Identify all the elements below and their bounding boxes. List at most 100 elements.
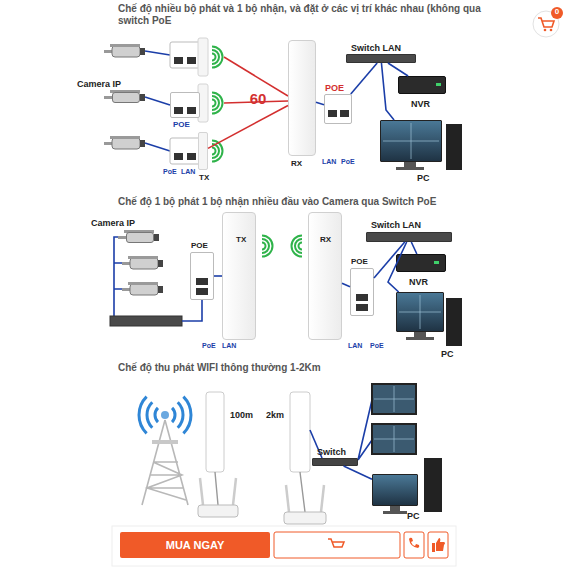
node-label: PC: [407, 511, 420, 521]
cable: [215, 472, 305, 512]
camera-mount: [104, 142, 112, 145]
wifi-router: [198, 505, 238, 517]
node-label: POE: [325, 83, 344, 93]
node-label: Switch LAN: [351, 43, 401, 53]
node-label: TX: [199, 173, 209, 182]
lan-cable: [351, 63, 377, 94]
camera-body: [112, 138, 140, 149]
lan-cable: [381, 63, 394, 120]
lan-cable: [145, 51, 170, 55]
wifi-wave: [139, 397, 158, 434]
node-label: RX: [320, 235, 331, 244]
pc-tower: [446, 124, 462, 170]
network-switch: Switch LAN: [346, 54, 416, 63]
camera-hood: [110, 136, 140, 139]
port-label: PoE: [202, 342, 216, 350]
router-antenna: [286, 485, 324, 512]
like-button: [428, 532, 448, 558]
node-label: POE: [191, 241, 208, 250]
lan-port: [187, 153, 196, 160]
wireless-link: [224, 57, 288, 96]
tx-antenna: TX: [222, 212, 256, 340]
lan-cable: [182, 300, 202, 321]
cart-button: [274, 532, 400, 558]
node-label: TX: [236, 235, 246, 244]
camera-mount: [104, 96, 112, 99]
pc-tower: [424, 458, 442, 512]
like-icon: [432, 538, 445, 552]
port-label: PoE: [341, 158, 355, 166]
section-heading: Chế độ nhiều bộ phát và 1 bộ nhận, và đặ…: [118, 3, 508, 26]
wifi-symbol: [212, 141, 223, 162]
lan-cable: [388, 63, 408, 76]
cart-count: 0: [551, 7, 563, 16]
monitor-stand: [414, 332, 426, 337]
poe-injector: POE: [324, 94, 352, 124]
port-label: PoE: [163, 168, 177, 176]
camera-lens: [154, 234, 159, 241]
camera-hood: [110, 44, 140, 47]
wifi-symbol: [292, 236, 303, 257]
bottom-bar: [112, 526, 456, 566]
monitor-stand: [396, 167, 424, 170]
node-label: Switch: [317, 447, 346, 457]
lan-cable: [214, 275, 222, 277]
camera-lens: [158, 286, 163, 293]
poe-injector: POE: [350, 268, 374, 316]
camera-lens: [140, 48, 145, 55]
camera-body: [112, 46, 140, 57]
node-label: RX: [291, 159, 302, 168]
tx-antenna: TX: [198, 132, 208, 170]
cart-icon: [538, 18, 554, 27]
camera-feed-grid: [374, 386, 414, 452]
monitor-stand: [383, 511, 407, 514]
wifi-wave: [172, 397, 191, 434]
wifi-bridge: [290, 392, 310, 472]
section-heading: Chế độ 1 bộ phát 1 bộ nhận nhiều đầu vào…: [118, 196, 538, 208]
network-switch: Switch: [312, 458, 358, 466]
wifi-router: [284, 512, 326, 524]
nvr-recorder: NVR: [398, 76, 446, 94]
lan-cable: [344, 466, 372, 479]
pc-tower: [446, 298, 462, 346]
poe-injector: POE: [190, 252, 214, 300]
lan-cable: [145, 97, 170, 105]
monitor-stand: [406, 337, 434, 340]
monitor-stand: [404, 162, 416, 167]
poe-switch: [110, 316, 182, 326]
camera-mount: [122, 262, 130, 265]
camera-hood: [128, 282, 158, 285]
monitor-stand: [390, 506, 400, 511]
camera-lens: [158, 260, 163, 267]
wifi-bridge: [206, 392, 224, 472]
lan-port: [187, 57, 196, 64]
cart-wheel: [544, 29, 547, 32]
cart-icon: [328, 539, 344, 547]
node-label: Switch LAN: [371, 220, 421, 230]
poe-injector: POE: [170, 92, 200, 118]
distance-label: 2km: [266, 410, 284, 420]
tower-platform: [152, 440, 178, 444]
camera-lens: [140, 140, 145, 147]
lan-port: [174, 57, 183, 64]
monitor: [372, 424, 416, 454]
camera-mount: [104, 50, 112, 53]
cart-wheel: [550, 29, 553, 32]
tx-antenna: [198, 38, 208, 76]
wifi-symbol: [212, 93, 223, 114]
port-label: LAN: [322, 158, 336, 166]
lan-cable: [358, 400, 372, 460]
ip-camera: Camera IP: [126, 232, 154, 243]
phone-button: [404, 532, 424, 558]
lan-port: [174, 153, 183, 160]
network-switch: Switch LAN: [366, 232, 452, 242]
distance-label: 100m: [230, 410, 253, 420]
pc-monitor: PC: [372, 474, 418, 506]
node-label: POE: [173, 120, 190, 129]
phone-icon: [409, 538, 419, 548]
node-label: PC: [441, 349, 454, 359]
lan-cable: [145, 143, 170, 151]
buy-button-label: MUA NGAY: [120, 532, 270, 558]
rx-antenna: RX: [308, 212, 342, 340]
